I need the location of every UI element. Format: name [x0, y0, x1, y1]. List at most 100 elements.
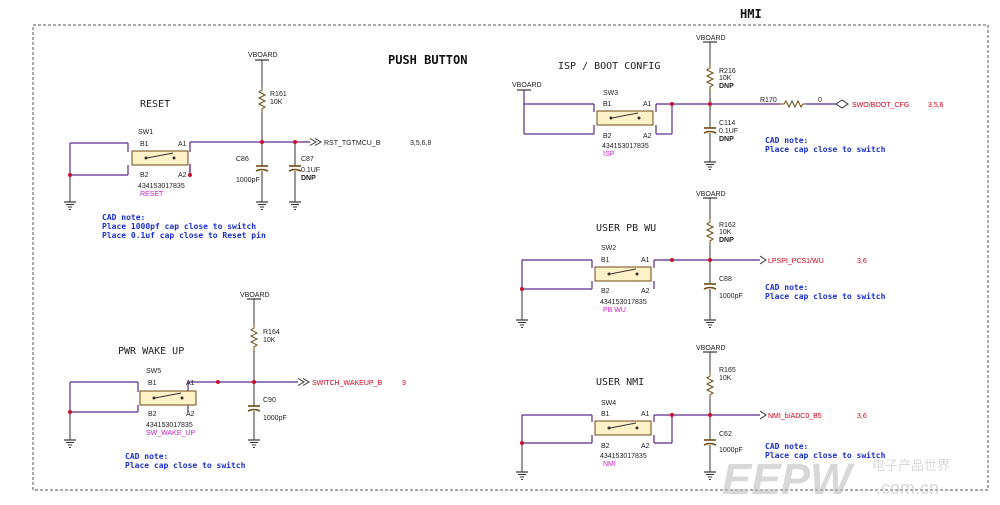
r161-value: 10K [270, 99, 283, 106]
c87-ref: C87 [301, 156, 314, 163]
r216-ref: R216 [719, 68, 736, 75]
sw3-pin-b2: B2 [603, 133, 612, 140]
nmi-note-0: CAD note: [765, 442, 808, 451]
sw5-label: SW_WAKE_UP [146, 430, 195, 437]
c88-ref: C88 [719, 276, 732, 283]
reset-circuit [63, 59, 322, 211]
sw3-pin-b1: B1 [603, 101, 612, 108]
c114-value: 0.1UF [719, 128, 738, 135]
nmi-net-label: NMI_b/ADC0_B5 [768, 413, 822, 420]
sw2-ref: SW2 [601, 245, 616, 252]
r162-value: 10K [719, 229, 732, 236]
c90-ref: C90 [263, 397, 276, 404]
sw3-label: ISP [603, 151, 615, 158]
sw1-label: RESET [140, 191, 164, 198]
sw3-part: 434153017835 [602, 143, 649, 150]
isp-power-left: VBOARD [512, 82, 542, 89]
sw5-part: 434153017835 [146, 422, 193, 429]
sw4-pin-a1: A1 [641, 411, 650, 418]
r162-ref: R162 [719, 222, 736, 229]
c87-dnp: DNP [301, 175, 316, 182]
reset-net-label: RST_TGTMCU_B [324, 140, 381, 147]
c86-value: 1000pF [236, 177, 260, 184]
wu-heading: USER PB WU [596, 223, 656, 234]
isp-sheets: 3,5,6 [928, 102, 944, 109]
nmi-note-1: Place cap close to switch [765, 450, 886, 460]
sw1-pin-b2: B2 [140, 172, 149, 179]
sw1-pin-b1: B1 [140, 141, 149, 148]
sw2-pin-b2: B2 [601, 288, 610, 295]
nmi-heading: USER NMI [596, 377, 644, 388]
sw4-part: 434153017835 [600, 453, 647, 460]
sw5-pin-b2: B2 [148, 411, 157, 418]
pwr-power-label: VBOARD [240, 292, 270, 299]
sw2-pin-a2: A2 [641, 288, 650, 295]
sw2-label: PB WU [603, 307, 626, 314]
sw4-pin-b1: B1 [601, 411, 610, 418]
wu-power-label: VBOARD [696, 191, 726, 198]
wu-sheets: 3,6 [857, 258, 867, 265]
r165-value: 10K [719, 375, 732, 382]
pwr-wakeup-circuit [63, 298, 310, 449]
sheet-border [32, 24, 989, 491]
nmi-power-label: VBOARD [696, 345, 726, 352]
isp-heading: ISP / BOOT CONFIG [558, 61, 660, 72]
isp-power-top: VBOARD [696, 35, 726, 42]
c62-ref: C62 [719, 431, 732, 438]
pwr-sheets: 3 [402, 380, 406, 387]
sw1-pin-a2: A2 [178, 172, 187, 179]
pwr-note-0: CAD note: [125, 452, 168, 461]
sw5-pin-a1: A1 [186, 380, 195, 387]
sw3-pin-a1: A1 [643, 101, 652, 108]
sw2-part: 434153017835 [600, 299, 647, 306]
c86-ref: C86 [236, 156, 249, 163]
sw5-pin-b1: B1 [148, 380, 157, 387]
reset-note-2: Place 0.1uf cap close to Reset pin [102, 230, 266, 240]
sw5-ref: SW5 [146, 368, 161, 375]
c62-value: 1000pF [719, 447, 743, 454]
reset-power-label: VBOARD [248, 52, 278, 59]
c88-value: 1000pF [719, 293, 743, 300]
r165-ref: R165 [719, 367, 736, 374]
reset-sheets: 3,5,6,8 [410, 140, 432, 147]
nmi-sheets: 3,6 [857, 413, 867, 420]
sw2-pin-b1: B1 [601, 257, 610, 264]
pwr-note-1: Place cap close to switch [125, 460, 246, 470]
r216-value: 10K [719, 75, 732, 82]
c114-dnp: DNP [719, 136, 734, 143]
r170-value: 0 [818, 97, 822, 104]
isp-note-0: CAD note: [765, 136, 808, 145]
watermark-brand: EEPW [722, 455, 855, 504]
sw3-pin-a2: A2 [643, 133, 652, 140]
sw2-pin-a1: A1 [641, 257, 650, 264]
reset-note-0: CAD note: [102, 213, 145, 222]
isp-boot-circuit [516, 41, 849, 171]
pwr-heading: PWR WAKE UP [118, 346, 184, 357]
c114-ref: C114 [719, 120, 735, 127]
isp-note-1: Place cap close to switch [765, 144, 886, 154]
user-pb-wu-circuit [515, 197, 767, 329]
user-nmi-circuit [515, 351, 767, 481]
wu-note-1: Place cap close to switch [765, 291, 886, 301]
eepw-watermark: EEPW .com.cn 电子产品世界 [722, 455, 950, 504]
watermark-domain: .com.cn [876, 478, 939, 498]
r170-ref: R170 [760, 97, 777, 104]
sheet-title: HMI [740, 7, 762, 21]
r162-dnp: DNP [719, 237, 734, 244]
c87-value: 0.1UF [301, 167, 320, 174]
sw3-ref: SW3 [603, 90, 618, 97]
reset-note-1: Place 1000pf cap close to switch [102, 221, 256, 231]
reset-heading: RESET [140, 99, 170, 110]
sw1-pin-a1: A1 [178, 141, 187, 148]
pwr-net-label: SWITCH_WAKEUP_B [312, 380, 382, 387]
r216-dnp: DNP [719, 83, 734, 90]
sw4-label: NMI [603, 461, 616, 468]
sw5-pin-a2: A2 [186, 411, 195, 418]
sw4-pin-a2: A2 [641, 443, 650, 450]
r164-ref: R164 [263, 329, 280, 336]
isp-net-label: SWO/BOOT_CFG [852, 102, 909, 109]
sw4-ref: SW4 [601, 400, 616, 407]
sw4-pin-b2: B2 [601, 443, 610, 450]
wu-net-label: LPSPI_PCS1/WU [768, 258, 824, 265]
